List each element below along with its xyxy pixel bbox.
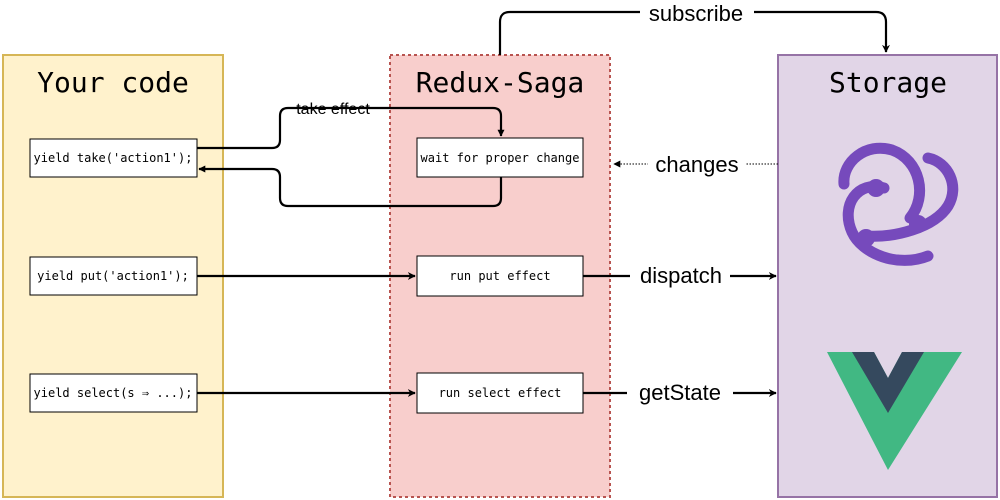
saga-box-select-label: run select effect [439,386,562,400]
saga-box-wait-label: wait for proper change [421,151,580,165]
changes-label-bg [648,150,746,176]
code-box-put: yield put('action1'); [29,256,198,296]
get-state-label: getState [639,380,721,405]
saga-box-put: run put effect [416,255,584,297]
subscribe-label: subscribe [649,1,743,26]
dispatch-edge: dispatch [583,262,777,288]
dispatch-label: dispatch [640,263,722,288]
take-return-arrow [198,165,503,208]
subscribe-edge: subscribe [498,1,890,55]
take-effect-label: take effect [296,101,370,118]
subscribe-label-bg [640,1,754,25]
code-box-take-label: yield take('action1'); [34,151,193,165]
vue-logo-icon [827,352,962,470]
changes-edge: changes [613,150,778,177]
your-code-title: Your code [37,66,189,99]
get-state-edge: getState [583,379,777,405]
code-box-put-label: yield put('action1'); [37,269,189,283]
take-return-edge [198,165,503,208]
take-effect-edge: take effect [197,101,505,150]
saga-box-wait: wait for proper change [416,137,584,178]
saga-box-select: run select effect [416,372,584,414]
code-box-select-label: yield select(s ⇒ ...); [34,386,193,400]
storage-title: Storage [829,66,947,99]
redux-saga-title: Redux-Saga [416,66,585,99]
get-state-label-bg [627,379,733,405]
code-box-select: yield select(s ⇒ ...); [29,373,198,413]
redux-logo-icon [838,142,959,266]
dispatch-label-bg [630,262,730,288]
saga-box-put-label: run put effect [449,269,550,283]
take-effect-arrow [197,106,505,150]
changes-label: changes [655,152,738,177]
code-box-take: yield take('action1'); [29,138,198,178]
